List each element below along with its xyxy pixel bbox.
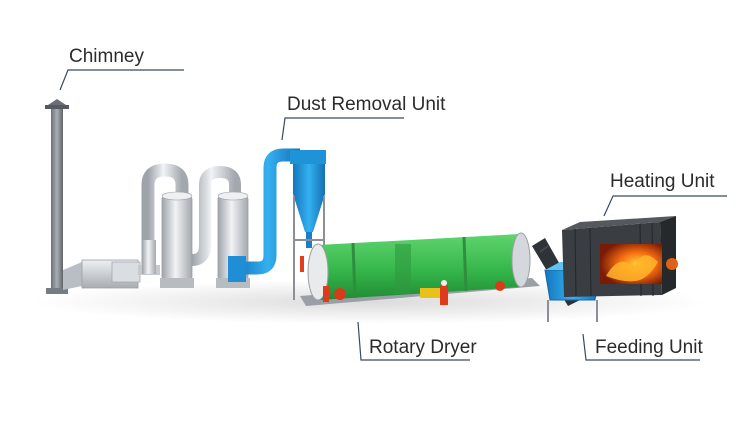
ground-shadow	[30, 280, 710, 324]
heating-unit	[562, 216, 678, 297]
rotary-dryer	[300, 232, 540, 306]
feeding-leader	[582, 333, 700, 361]
scrubber-towers	[141, 163, 250, 288]
dust-removal-unit-label: Dust Removal Unit	[287, 94, 446, 115]
chimney-leader	[59, 69, 184, 91]
chimney	[45, 99, 69, 294]
feeding-unit-label: Feeding Unit	[595, 337, 703, 358]
rotary-dryer-label: Rotary Dryer	[369, 337, 477, 358]
heating-leader	[603, 195, 727, 217]
dust-removal-leader	[281, 117, 404, 141]
rotary-dryer-leader	[357, 321, 470, 361]
leader-lines	[59, 69, 727, 361]
exhaust-duct	[63, 259, 160, 290]
heating-unit-label: Heating Unit	[610, 171, 715, 192]
chimney-label: Chimney	[69, 46, 144, 67]
